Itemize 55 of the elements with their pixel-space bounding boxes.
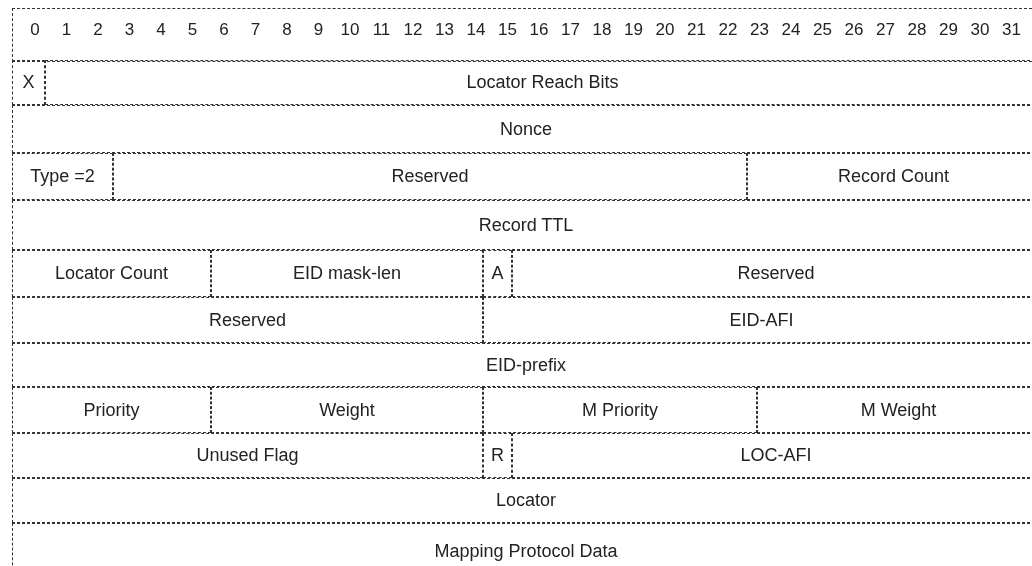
field-cell: Locator Count [12, 250, 211, 297]
bit-number: 15 [498, 20, 517, 40]
bit-number: 25 [813, 20, 832, 40]
bit-number: 11 [372, 20, 391, 40]
bit-number: 5 [187, 20, 198, 40]
bit-number: 7 [250, 20, 261, 40]
bit-number: 4 [156, 20, 166, 40]
field-cell: EID-AFI [483, 297, 1032, 343]
field-cell: Weight [211, 387, 483, 433]
bit-number: 8 [282, 20, 292, 40]
bit-number: 6 [219, 20, 229, 40]
field-cell: A [483, 250, 512, 297]
field-cell: R [483, 433, 512, 478]
bit-number: 0 [30, 20, 40, 40]
bit-number: 24 [781, 20, 801, 40]
field-cell: Unused Flag [12, 433, 483, 478]
bit-number: 21 [687, 20, 706, 40]
field-cell: Record Count [747, 153, 1032, 200]
bit-number: 12 [403, 20, 423, 40]
field-cell: Type =2 [12, 153, 113, 200]
field-cell: Mapping Protocol Data [12, 523, 1032, 566]
field-cell: EID-prefix [12, 343, 1032, 387]
bit-number: 14 [466, 20, 486, 40]
bit-number: 31 [1002, 20, 1021, 40]
bit-number: 30 [970, 20, 990, 40]
bit-number: 1 [61, 20, 72, 40]
field-cell: EID mask-len [211, 250, 483, 297]
bit-number: 13 [435, 20, 454, 40]
field-cell: Locator [12, 478, 1032, 523]
field-cell: M Priority [483, 387, 757, 433]
field-cell: Reserved [512, 250, 1032, 297]
field-cell: LOC-AFI [512, 433, 1032, 478]
field-cell: Locator Reach Bits [45, 60, 1032, 105]
bit-number: 18 [592, 20, 612, 40]
bit-number: 17 [561, 20, 580, 40]
field-cell: X [12, 60, 45, 105]
bit-number: 19 [624, 20, 643, 40]
field-cell: Priority [12, 387, 211, 433]
bit-number: 3 [124, 20, 135, 40]
bit-number: 28 [907, 20, 927, 40]
field-cell: Reserved [12, 297, 483, 343]
bit-number: 23 [750, 20, 769, 40]
field-cell: Reserved [113, 153, 747, 200]
field-cell: Record TTL [12, 200, 1032, 250]
bit-number: 26 [844, 20, 864, 40]
bit-number: 2 [93, 20, 103, 40]
bit-number: 10 [340, 20, 360, 40]
bit-number: 20 [655, 20, 675, 40]
field-cell: M Weight [757, 387, 1032, 433]
bit-number: 9 [313, 20, 324, 40]
field-cell: Nonce [12, 105, 1032, 153]
bit-number: 27 [876, 20, 895, 40]
bit-number: 22 [718, 20, 738, 40]
bit-number: 16 [529, 20, 549, 40]
bit-number: 29 [939, 20, 958, 40]
